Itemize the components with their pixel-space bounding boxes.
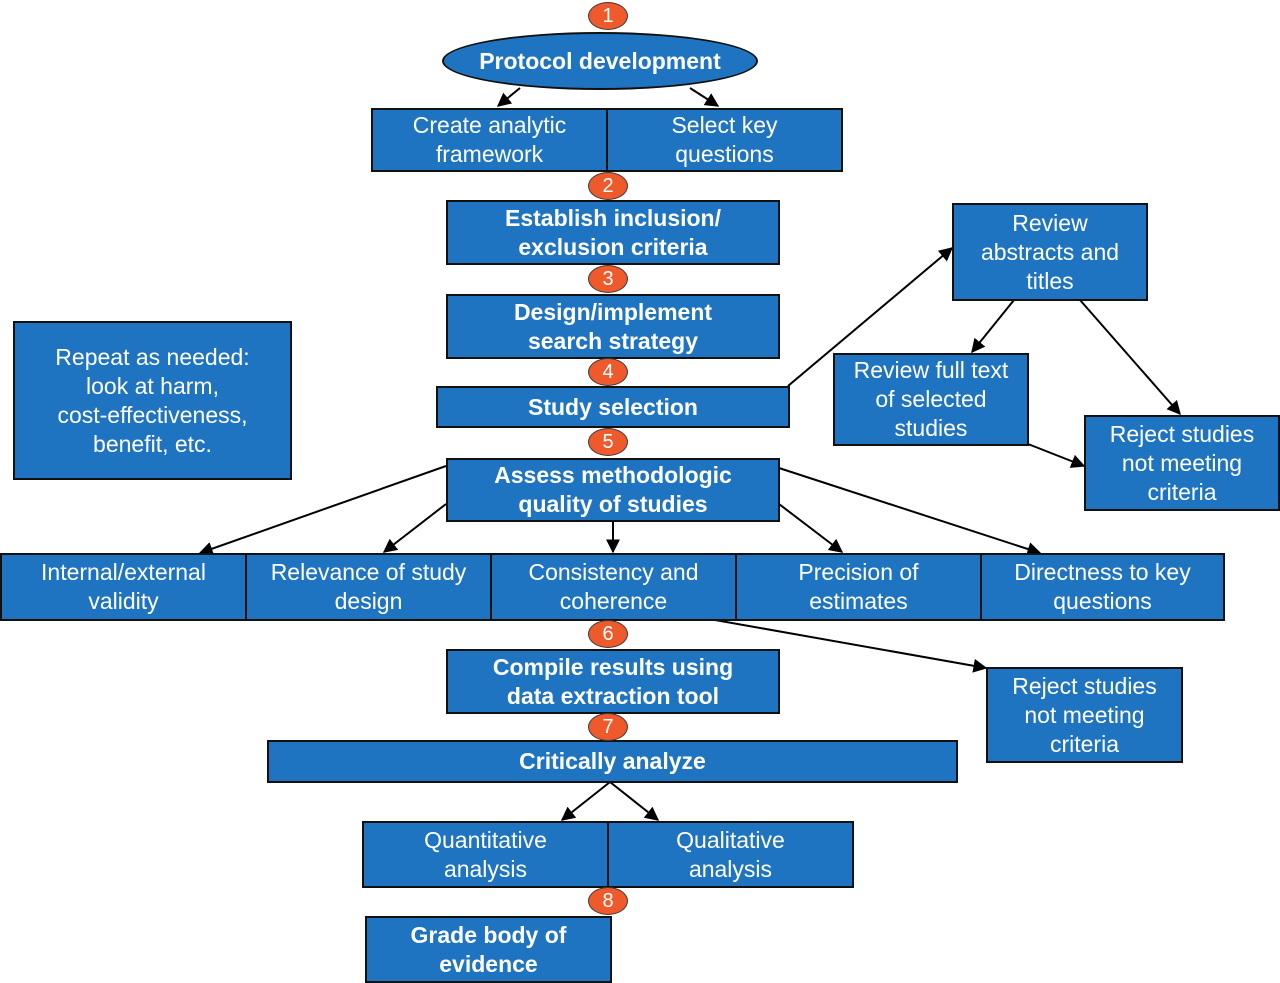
study-selection-node: Study selection: [436, 386, 790, 428]
arrow-consistency-to-reject: [714, 619, 988, 673]
assess-quality-label: Assess methodologic quality of studies: [494, 462, 732, 517]
relevance-of-study-design-label: Relevance of study design: [270, 559, 467, 614]
step-badge-2: 2: [588, 172, 628, 200]
consistency-coherence-label: Consistency and coherence: [528, 559, 699, 614]
protocol-development-label: Protocol development: [479, 47, 721, 74]
review-abstracts-label: Review abstracts and titles: [980, 209, 1120, 294]
compile-results-label: Compile results using data extraction to…: [492, 653, 734, 709]
reject-studies-label-2: Reject studies not meeting criteria: [1012, 672, 1157, 757]
step-badge-8: 8: [588, 887, 628, 915]
arrow-analyze-to-quantitative: [560, 781, 611, 821]
arrow-protocol-to-questions: [689, 87, 720, 107]
arrow-assess-to-relevance: [382, 503, 447, 553]
repeat-as-needed-node: Repeat as needed: look at harm, cost-eff…: [13, 321, 292, 480]
assess-quality-node: Assess methodologic quality of studies: [446, 458, 780, 522]
inclusion-exclusion-criteria-node: Establish inclusion/ exclusion criteria: [446, 200, 780, 265]
arrow-assess-to-validity: [198, 465, 447, 556]
review-abstracts-node: Review abstracts and titles: [952, 203, 1148, 301]
step-badge-4: 4: [588, 358, 628, 386]
study-selection-label: Study selection: [528, 393, 698, 420]
critically-analyze-node: Critically analyze: [267, 740, 958, 783]
review-full-text-node: Review full text of selected studies: [833, 353, 1029, 446]
step-badge-5: 5: [588, 428, 628, 456]
quantitative-analysis-node: Quantitative analysis: [362, 821, 609, 888]
inclusion-exclusion-criteria-label: Establish inclusion/ exclusion criteria: [505, 204, 721, 260]
relevance-of-study-design-node: Relevance of study design: [245, 553, 492, 621]
repeat-as-needed-label: Repeat as needed: look at harm, cost-eff…: [55, 343, 250, 457]
qualitative-analysis-label: Qualitative analysis: [676, 826, 785, 882]
reject-studies-node-2: Reject studies not meeting criteria: [986, 667, 1183, 763]
create-analytic-framework-node: Create analytic framework: [371, 108, 608, 172]
create-analytic-framework-label: Create analytic framework: [412, 112, 567, 167]
arrow-abstracts-to-fulltext: [971, 299, 1015, 354]
reject-studies-label-1: Reject studies not meeting criteria: [1109, 420, 1255, 505]
step-badge-7: 7: [588, 713, 628, 741]
step-badge-6: 6: [588, 620, 628, 648]
step-badge-1: 1: [588, 2, 628, 30]
internal-external-validity-node: Internal/external validity: [0, 553, 247, 621]
compile-results-node: Compile results using data extraction to…: [446, 649, 780, 714]
qualitative-analysis-node: Qualitative analysis: [607, 821, 854, 888]
arrow-fulltext-to-reject: [1027, 443, 1086, 468]
grade-body-of-evidence-node: Grade body of evidence: [365, 916, 612, 983]
directness-to-key-questions-label: Directness to key questions: [1014, 559, 1191, 614]
directness-to-key-questions-node: Directness to key questions: [980, 553, 1225, 621]
arrow-abstracts-to-reject: [1079, 299, 1181, 416]
reject-studies-node-1: Reject studies not meeting criteria: [1084, 415, 1280, 511]
critically-analyze-label: Critically analyze: [519, 748, 706, 774]
arrow-assess-to-precision: [778, 503, 844, 553]
arrow-selection-to-abstracts: [787, 247, 954, 387]
step-badge-3: 3: [588, 265, 628, 293]
arrow-protocol-to-framework: [496, 87, 521, 107]
precision-of-estimates-label: Precision of estimates: [798, 559, 919, 614]
search-strategy-node: Design/implement search strategy: [446, 294, 780, 359]
review-full-text-label: Review full text of selected studies: [853, 357, 1009, 441]
protocol-development-node: Protocol development: [442, 32, 758, 90]
internal-external-validity-label: Internal/external validity: [41, 559, 206, 614]
search-strategy-label: Design/implement search strategy: [513, 298, 713, 354]
arrow-assess-to-directness: [778, 467, 1042, 556]
select-key-questions-node: Select key questions: [606, 108, 843, 172]
consistency-coherence-node: Consistency and coherence: [490, 553, 737, 621]
arrow-analyze-to-qualitative: [609, 781, 660, 821]
quantitative-analysis-label: Quantitative analysis: [424, 826, 547, 882]
select-key-questions-label: Select key questions: [671, 112, 778, 167]
grade-body-of-evidence-label: Grade body of evidence: [410, 921, 567, 977]
precision-of-estimates-node: Precision of estimates: [735, 553, 982, 621]
